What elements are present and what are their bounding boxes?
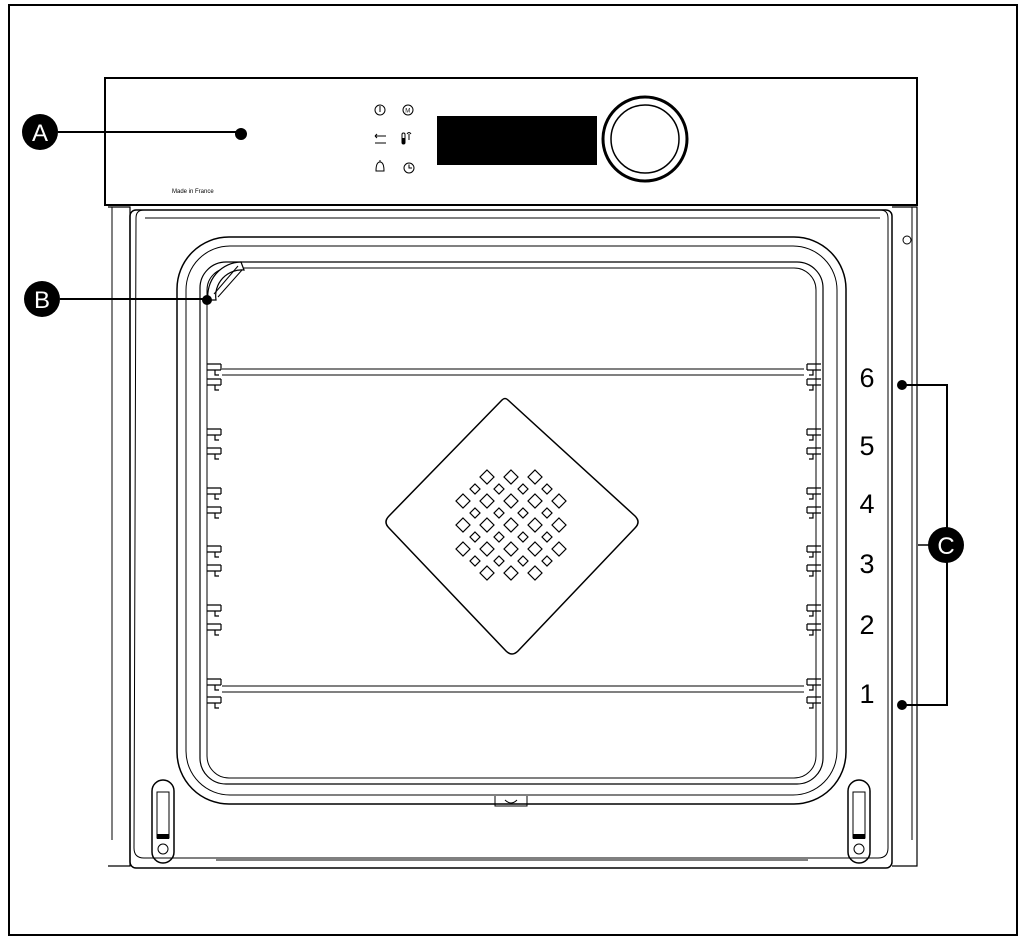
fan-vent-hole xyxy=(455,541,471,557)
fan-vent-hole xyxy=(527,469,543,485)
wire-rack-bottom xyxy=(222,685,804,693)
shelf-level-2: 2 xyxy=(859,610,874,640)
shelf-support-hook xyxy=(207,506,222,519)
fan-vent-hole xyxy=(493,507,505,519)
shelf-support-hook xyxy=(207,604,222,617)
hinge-left xyxy=(151,779,175,864)
oven-body xyxy=(108,206,918,869)
fan-vent-hole xyxy=(517,507,529,519)
fan-vent-hole xyxy=(503,493,519,509)
svg-text:M: M xyxy=(405,108,410,114)
shelf-support-hook xyxy=(806,363,821,376)
wire-rack-top xyxy=(222,368,804,376)
temperature-icon[interactable] xyxy=(401,132,412,145)
callout-a-letter: A xyxy=(32,120,48,147)
shelf-level-5: 5 xyxy=(859,431,874,461)
shelf-level-6: 6 xyxy=(859,363,874,393)
fan-vent-hole xyxy=(469,555,481,567)
fan-vent-hole xyxy=(551,541,567,557)
shelf-level-3: 3 xyxy=(859,549,874,579)
callout-a: A xyxy=(22,114,241,150)
shelf-supports xyxy=(207,363,821,709)
callout-c-letter: C xyxy=(937,533,954,560)
door-sensor xyxy=(902,235,912,245)
shelf-support-hook xyxy=(806,378,821,391)
fan-vent-hole xyxy=(541,555,553,567)
control-panel: Made in France M xyxy=(104,77,918,206)
callout-b-letter: B xyxy=(34,287,50,314)
shelf-support-hook xyxy=(207,487,222,500)
fan-vent-hole xyxy=(503,469,519,485)
fan-vent-hole xyxy=(455,517,471,533)
fan-vent-hole xyxy=(503,541,519,557)
shelf-level-4: 4 xyxy=(859,489,874,519)
fan-vent-hole xyxy=(503,517,519,533)
display-screen xyxy=(437,116,597,165)
shelf-support-hook xyxy=(806,487,821,500)
shelf-support-hook xyxy=(207,428,222,441)
fan-vent-hole xyxy=(527,565,543,581)
fan-vent-hole xyxy=(479,493,495,509)
fan-vent-hole xyxy=(551,517,567,533)
shelf-support-hook xyxy=(806,447,821,460)
fan-vent-hole xyxy=(517,483,529,495)
menu-icon[interactable]: M xyxy=(402,104,414,116)
fan-vent-hole xyxy=(527,517,543,533)
fan-vent-hole xyxy=(503,565,519,581)
shelf-support-hook xyxy=(207,378,222,391)
fan-vent-hole xyxy=(469,531,481,543)
control-knob[interactable] xyxy=(601,95,689,183)
hinge-right xyxy=(847,779,871,864)
fan-vent-hole xyxy=(527,493,543,509)
figure-border xyxy=(8,4,1018,936)
power-icon[interactable] xyxy=(374,104,386,116)
fan-vent-hole xyxy=(479,565,495,581)
made-in-label: Made in France xyxy=(172,189,214,195)
shelf-support-hook xyxy=(207,447,222,460)
fan-vent-hole xyxy=(551,493,567,509)
fan-vent-hole xyxy=(469,507,481,519)
callout-b: B xyxy=(24,281,207,317)
shelf-support-hook xyxy=(806,604,821,617)
panel-point-a xyxy=(235,128,247,140)
shelf-support-hook xyxy=(207,623,222,636)
shelf-support-hook xyxy=(806,564,821,577)
shelf-support-hook xyxy=(207,696,222,709)
fan-vent-hole xyxy=(541,483,553,495)
fan-vent-hole xyxy=(517,531,529,543)
shelf-level-1: 1 xyxy=(859,679,874,709)
shelf-support-hook xyxy=(207,363,222,376)
fan-vent-hole xyxy=(493,555,505,567)
fan-cover xyxy=(385,397,639,655)
oven-cavity xyxy=(176,236,847,807)
fan-vent-hole xyxy=(479,469,495,485)
fan-vent-hole xyxy=(493,531,505,543)
shelf-support-hook xyxy=(806,545,821,558)
fan-vent-hole xyxy=(541,507,553,519)
fan-vent-hole xyxy=(541,531,553,543)
fan-vents xyxy=(455,469,567,581)
shelf-support-hook xyxy=(806,678,821,691)
fan-vent-hole xyxy=(479,517,495,533)
shelf-support-hook xyxy=(806,623,821,636)
shelf-support-hook xyxy=(806,506,821,519)
shelf-support-hook xyxy=(207,545,222,558)
back-icon[interactable] xyxy=(374,133,386,144)
fan-vent-hole xyxy=(493,483,505,495)
fan-vent-hole xyxy=(527,541,543,557)
shelf-support-hook xyxy=(207,678,222,691)
shelf-support-hook xyxy=(207,564,222,577)
fan-vent-hole xyxy=(469,483,481,495)
fan-vent-hole xyxy=(479,541,495,557)
fan-vent-hole xyxy=(517,555,529,567)
shelf-support-hook xyxy=(806,696,821,709)
callout-c: C xyxy=(897,380,964,710)
shelf-level-labels: 6 5 4 3 2 1 xyxy=(859,363,874,709)
fan-vent-hole xyxy=(455,493,471,509)
clock-icon[interactable] xyxy=(403,162,415,174)
shelf-support-hook xyxy=(806,428,821,441)
bell-icon[interactable] xyxy=(375,160,385,172)
